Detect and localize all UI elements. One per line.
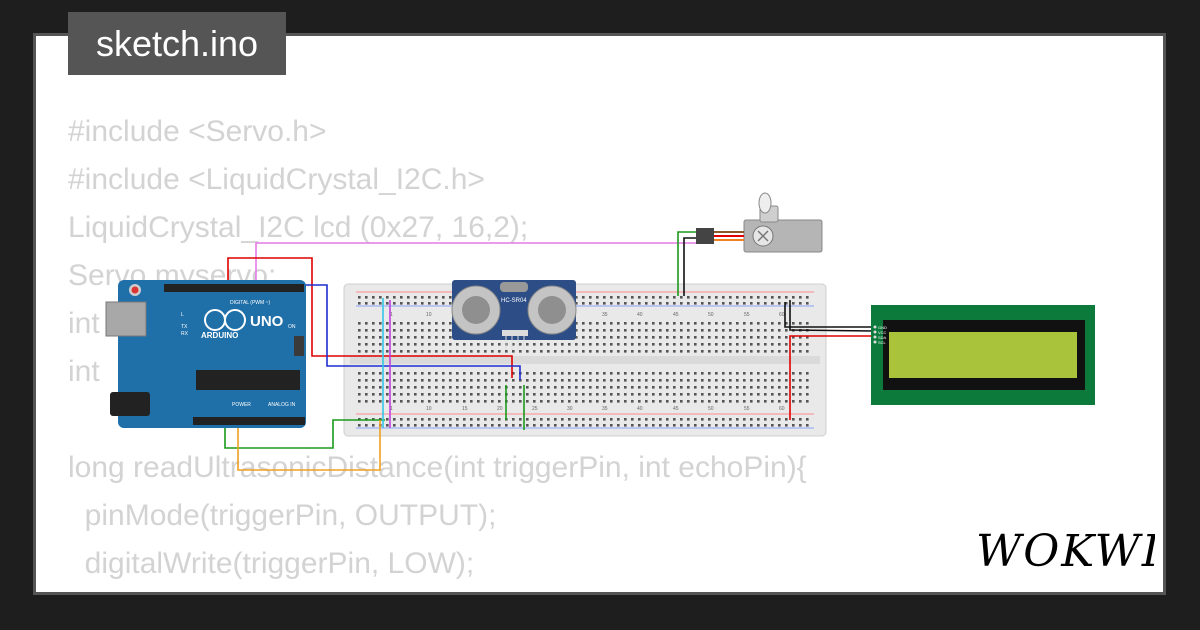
lcd-pin-label: SCL [878,340,887,345]
arduino-brand-label: ARDUINO [201,331,238,340]
breadboard-column-number: 55 [744,406,750,412]
arduino-uno[interactable]: UNO ARDUINO DIGITAL (PWM ~) POWER ANALOG… [105,280,306,428]
breadboard-column-number: 40 [637,312,643,318]
breadboard-column-number: 40 [637,406,643,412]
breadboard-column-number: 45 [673,312,679,318]
wire-orange-5v [237,418,381,471]
breadboard-column-number: 15 [462,406,468,412]
lcd-pin[interactable] [873,325,877,329]
ultrasonic-sensor[interactable]: HC-SR04 [451,280,577,350]
breadboard-column-number: 1 [390,312,393,318]
servo-motor[interactable] [696,192,823,253]
wokwi-logo-text: WOKWI [976,526,1155,577]
breadboard-column-number: 20 [497,406,503,412]
code-line: long readUltrasonicDistance(int triggerP… [68,451,807,484]
breadboard[interactable]: 1 10 15 20 25 30 35 40 45 50 55 60 1 10 15 20 25 30 35 40 4… [343,283,827,437]
code-line: int [68,307,100,340]
arduino-digital-header-label: DIGITAL (PWM ~) [230,300,270,306]
arduino-tx-label: TX [181,324,188,330]
code-line: LiquidCrystal_I2C lcd (0x27, 16,2); [68,211,529,244]
lcd-pin[interactable] [873,330,877,334]
code-line: int [68,355,100,388]
arduino-analog-header-label: ANALOG IN [268,402,296,408]
breadboard-column-number: 35 [602,406,608,412]
breadboard-column-number: 50 [708,312,714,318]
lcd-pin-label: SDA [878,335,887,340]
lcd-pin-label: GND [878,325,887,330]
lcd-pin[interactable] [873,340,877,344]
wire-black-lcd2 [789,300,874,332]
breadboard-column-number: 45 [673,406,679,412]
wokwi-logo: WOKWI [976,526,1155,577]
sensor-label: HC-SR04 [501,298,527,304]
code-line: #include <Servo.h> [68,115,327,148]
arduino-rx-label: RX [181,331,189,337]
breadboard-column-number: 60 [779,406,785,412]
breadboard-column-number: 1 [390,406,393,412]
code-line: pinMode(triggerPin, OUTPUT); [68,499,497,532]
breadboard-column-number: 55 [744,312,750,318]
breadboard-column-number: 10 [426,406,432,412]
arduino-on-label: ON [288,324,296,330]
wire-red-lcd [789,335,873,420]
wire-green-gnd [224,418,385,449]
code-line: #include <LiquidCrystal_I2C.h> [68,163,485,196]
filename-tab[interactable]: sketch.ino [68,12,286,75]
wire-red-trig [227,257,513,378]
breadboard-column-number: 25 [532,406,538,412]
breadboard-column-number: 50 [708,406,714,412]
lcd-pin[interactable] [873,335,877,339]
breadboard-column-numbers-bottom: 1 10 15 20 25 30 35 40 45 50 55 60 [390,406,785,412]
arduino-l-label: L [181,312,184,318]
lcd-pin-label: VCC [878,330,887,335]
breadboard-column-number: 60 [779,312,785,318]
arduino-model-label: UNO [250,313,284,330]
breadboard-column-number: 10 [426,312,432,318]
arduino-power-header-label: POWER [232,402,251,408]
code-line: digitalWrite(triggerPin, LOW); [68,547,475,580]
breadboard-column-number: 35 [602,312,608,318]
code-editor: #include <Servo.h> #include <LiquidCrysta… [68,108,807,592]
breadboard-column-number: 30 [567,406,573,412]
wire-black-lcd [784,302,873,328]
